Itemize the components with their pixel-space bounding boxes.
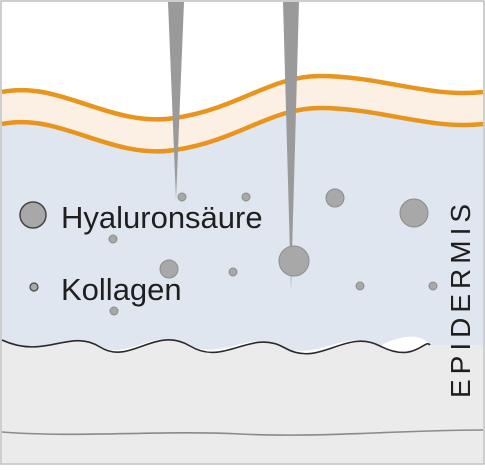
hyaluronic-particle (325, 188, 345, 208)
legend-label-collagen: Kollagen (61, 272, 182, 307)
collagen-particle (241, 192, 251, 202)
epidermis-region (2, 108, 483, 351)
collagen-particle (355, 281, 365, 291)
hyaluronic-particle (399, 198, 429, 228)
collagen-particle (428, 281, 438, 291)
legend-small-particle-icon (29, 282, 39, 292)
legend: Hyaluronsäure Kollagen (19, 200, 263, 307)
particles (108, 188, 438, 316)
stratum-band (2, 76, 483, 152)
collagen-particle (228, 267, 238, 277)
bottom-boundary-line (1, 429, 484, 436)
legend-large-particle-icon (19, 201, 47, 229)
needle-icon (168, 2, 184, 200)
hyaluronic-particle (278, 245, 310, 277)
lower-dermis-region (2, 339, 483, 463)
lower-orange-line (1, 105, 484, 154)
collagen-particle (177, 192, 187, 202)
upper-orange-line (1, 73, 484, 122)
collagen-particle (108, 234, 118, 244)
epidermis-boundary-line (1, 339, 431, 355)
needle-icon (283, 2, 299, 290)
legend-label-hyaluronic: Hyaluronsäure (61, 200, 263, 235)
epidermis-label: EPIDERMIS (445, 199, 476, 398)
collagen-particle (109, 306, 119, 316)
hyaluronic-particle (159, 259, 179, 279)
